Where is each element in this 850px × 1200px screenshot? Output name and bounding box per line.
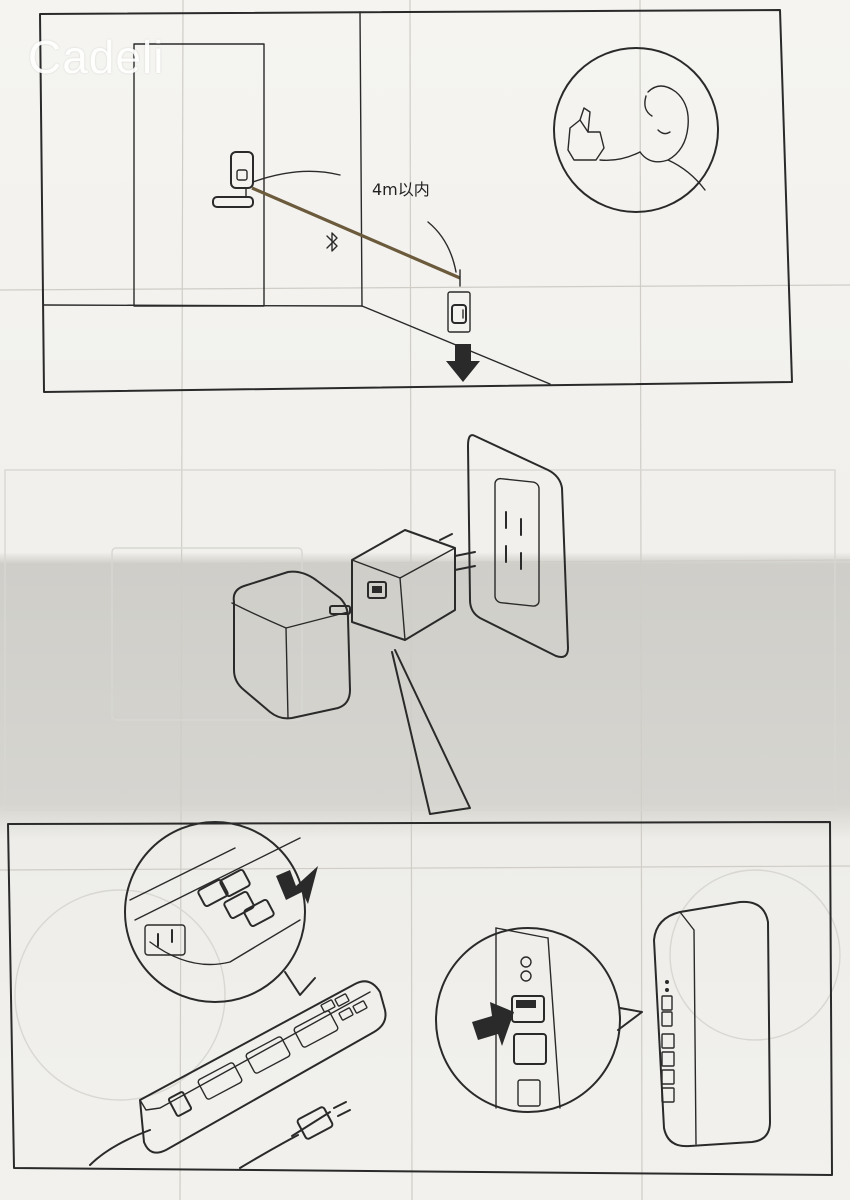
distance-line <box>251 186 461 280</box>
wall-outlet-icon <box>467 434 569 658</box>
hub-adapter-icon <box>231 570 351 720</box>
watermark: Cadeli <box>28 31 165 83</box>
print-through-ghosts <box>4 469 841 1101</box>
router-icon <box>653 900 771 1148</box>
callout-pointer <box>391 649 471 815</box>
down-arrow-icon <box>446 344 480 382</box>
smart-lock <box>212 151 254 208</box>
usb-adapter-icon <box>351 529 476 641</box>
placement-panel <box>39 9 793 393</box>
usb-port-panel <box>7 821 833 1176</box>
thumbs-up-icon <box>553 47 719 213</box>
bluetooth-icon <box>326 232 338 252</box>
wall-plug-hub <box>447 291 471 333</box>
usb-port-arrow-icon <box>276 866 318 904</box>
power-strip-icon <box>89 980 387 1169</box>
router-usb-arrow-icon <box>472 1002 514 1046</box>
power-strip-zoom <box>124 821 316 1003</box>
distance-label: 4m以内 <box>372 180 430 199</box>
charger-panel <box>231 434 569 815</box>
